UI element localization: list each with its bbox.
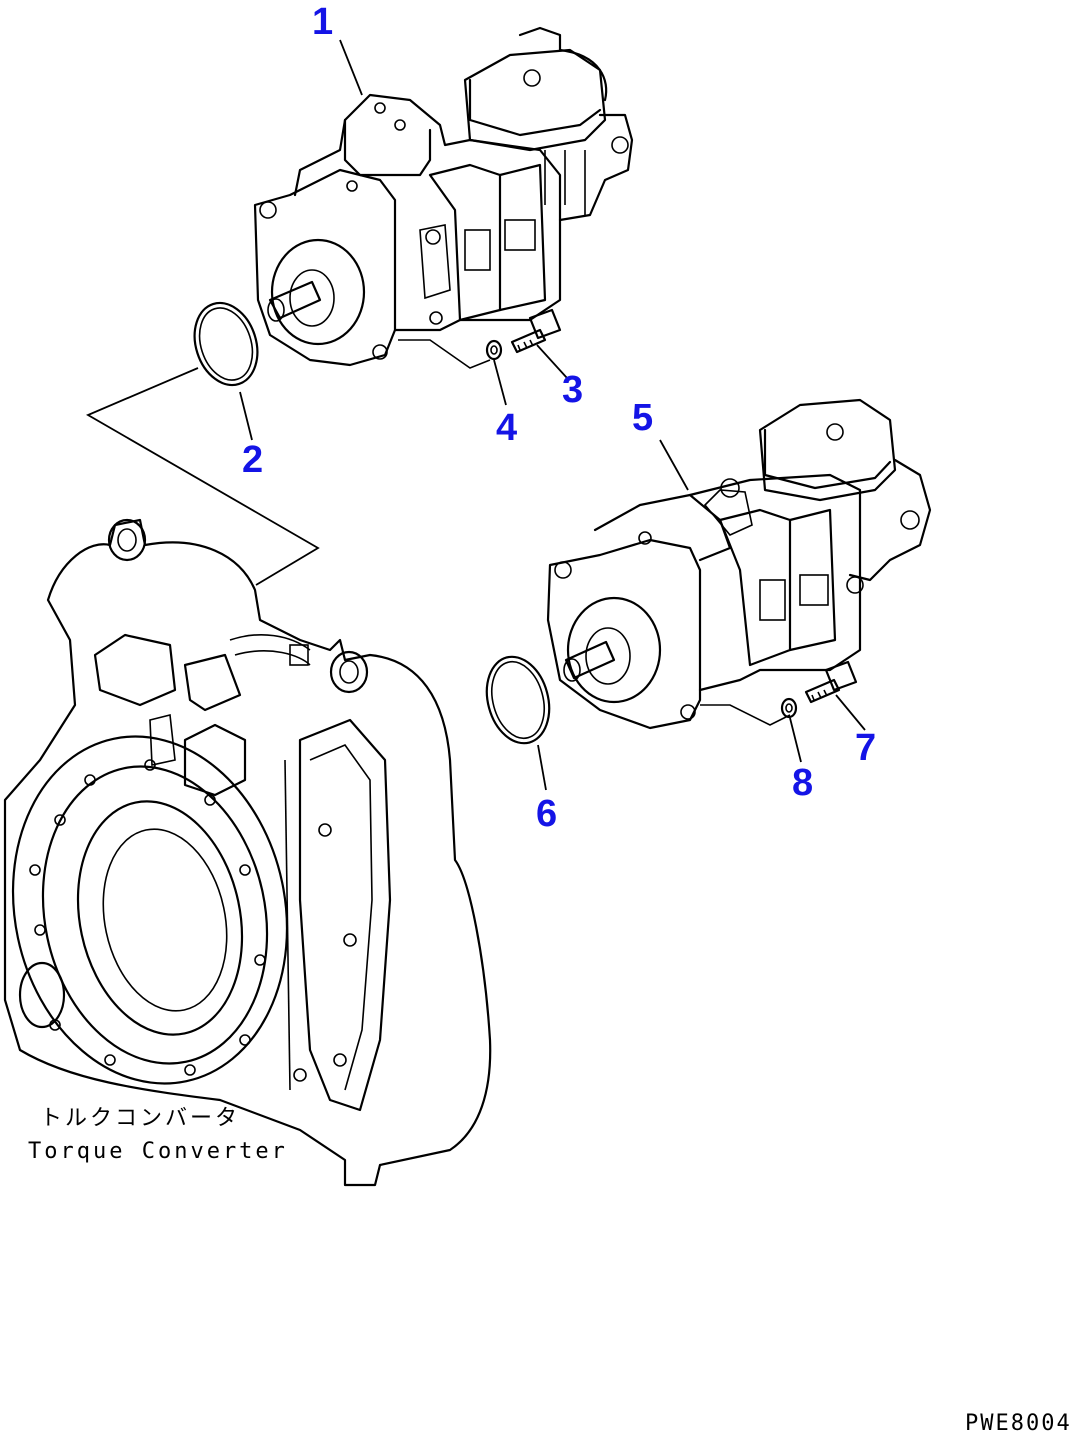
callout-4[interactable]: 4 (496, 407, 517, 449)
bolt-3[interactable] (510, 308, 562, 354)
callout-6[interactable]: 6 (536, 793, 557, 835)
drawing-code: PWE8004 (965, 1411, 1072, 1436)
torque-converter-label-jp: トルクコンバータ (40, 1106, 240, 1131)
torque-converter-label-en: Torque Converter (28, 1139, 288, 1164)
callout-7[interactable]: 7 (855, 727, 876, 769)
callout-3[interactable]: 3 (562, 369, 583, 411)
leader-8 (789, 717, 802, 763)
leader-2-to-tc (85, 367, 320, 586)
pump-5[interactable] (546, 398, 932, 730)
o-ring-6[interactable] (478, 650, 559, 751)
leader-1 (339, 39, 363, 96)
pump-1[interactable] (253, 26, 634, 369)
callout-5[interactable]: 5 (632, 397, 653, 439)
callout-1[interactable]: 1 (312, 1, 333, 43)
washer-8[interactable] (780, 697, 798, 719)
leader-2 (239, 391, 253, 441)
torque-converter[interactable] (0, 518, 492, 1187)
leader-7 (835, 694, 866, 731)
leader-3 (536, 344, 568, 379)
callout-2[interactable]: 2 (242, 439, 263, 481)
leader-6 (537, 744, 547, 791)
washer-4[interactable] (485, 339, 503, 361)
callout-8[interactable]: 8 (792, 762, 813, 804)
bolt-7[interactable] (804, 660, 858, 704)
leader-4 (493, 359, 507, 406)
o-ring-2[interactable] (184, 295, 267, 393)
leader-5 (659, 439, 689, 491)
